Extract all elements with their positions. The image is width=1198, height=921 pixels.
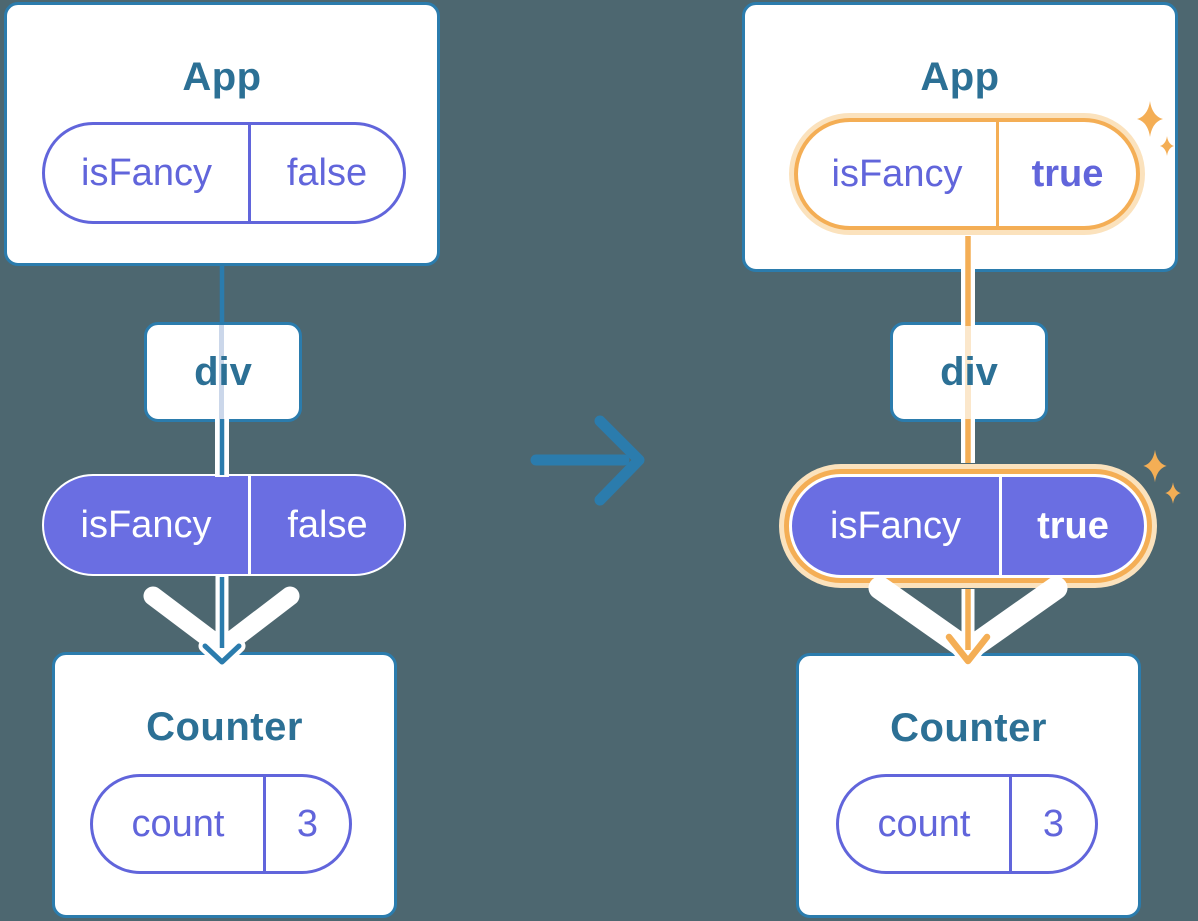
pill-divider bbox=[1009, 777, 1012, 871]
app-card: App isFancy false bbox=[4, 2, 440, 266]
prop-name: isFancy bbox=[81, 151, 212, 194]
prop-name: isFancy bbox=[80, 503, 212, 546]
prop-value: true bbox=[1037, 504, 1109, 547]
app-prop-pill-highlighted: isFancy true bbox=[794, 118, 1140, 230]
counter-state-pill: count 3 bbox=[836, 774, 1098, 874]
state-value: 3 bbox=[1042, 802, 1065, 845]
passed-prop-pill-highlighted: isFancy true bbox=[789, 474, 1147, 578]
big-white-chevron bbox=[143, 586, 300, 658]
arrow-right-icon bbox=[530, 415, 645, 506]
app-title: App bbox=[920, 55, 1000, 99]
counter-card: Counter count 3 bbox=[796, 653, 1141, 918]
pill-divider bbox=[263, 777, 266, 871]
sparkle-icon bbox=[1143, 449, 1167, 483]
counter-card: Counter count 3 bbox=[52, 652, 397, 918]
counter-title: Counter bbox=[890, 706, 1047, 750]
div-box: div bbox=[890, 322, 1048, 422]
prop-value: false bbox=[286, 151, 368, 194]
passed-prop-pill: isFancy false bbox=[42, 474, 406, 576]
state-value: 3 bbox=[296, 802, 319, 845]
prop-pass-through-line bbox=[965, 325, 971, 419]
prop-pass-through-line bbox=[219, 325, 224, 419]
div-label: div bbox=[194, 349, 252, 394]
div-box: div bbox=[144, 322, 302, 422]
counter-title: Counter bbox=[146, 705, 303, 749]
prop-value: false bbox=[287, 503, 368, 546]
big-white-chevron bbox=[868, 576, 1068, 662]
pill-divider bbox=[999, 477, 1002, 575]
app-card: App isFancy true bbox=[742, 2, 1178, 272]
pill-divider bbox=[248, 125, 251, 221]
prop-name: isFancy bbox=[830, 504, 961, 547]
sparkle-icon bbox=[1165, 482, 1181, 504]
state-name: count bbox=[877, 802, 971, 845]
app-title: App bbox=[182, 55, 262, 99]
prop-name: isFancy bbox=[831, 152, 963, 195]
state-name: count bbox=[131, 802, 225, 845]
div-label: div bbox=[940, 349, 998, 394]
app-prop-pill: isFancy false bbox=[42, 122, 406, 224]
counter-state-pill: count 3 bbox=[90, 774, 352, 874]
pill-divider bbox=[248, 476, 251, 574]
pill-divider bbox=[996, 122, 999, 226]
prop-value: true bbox=[1031, 152, 1104, 195]
